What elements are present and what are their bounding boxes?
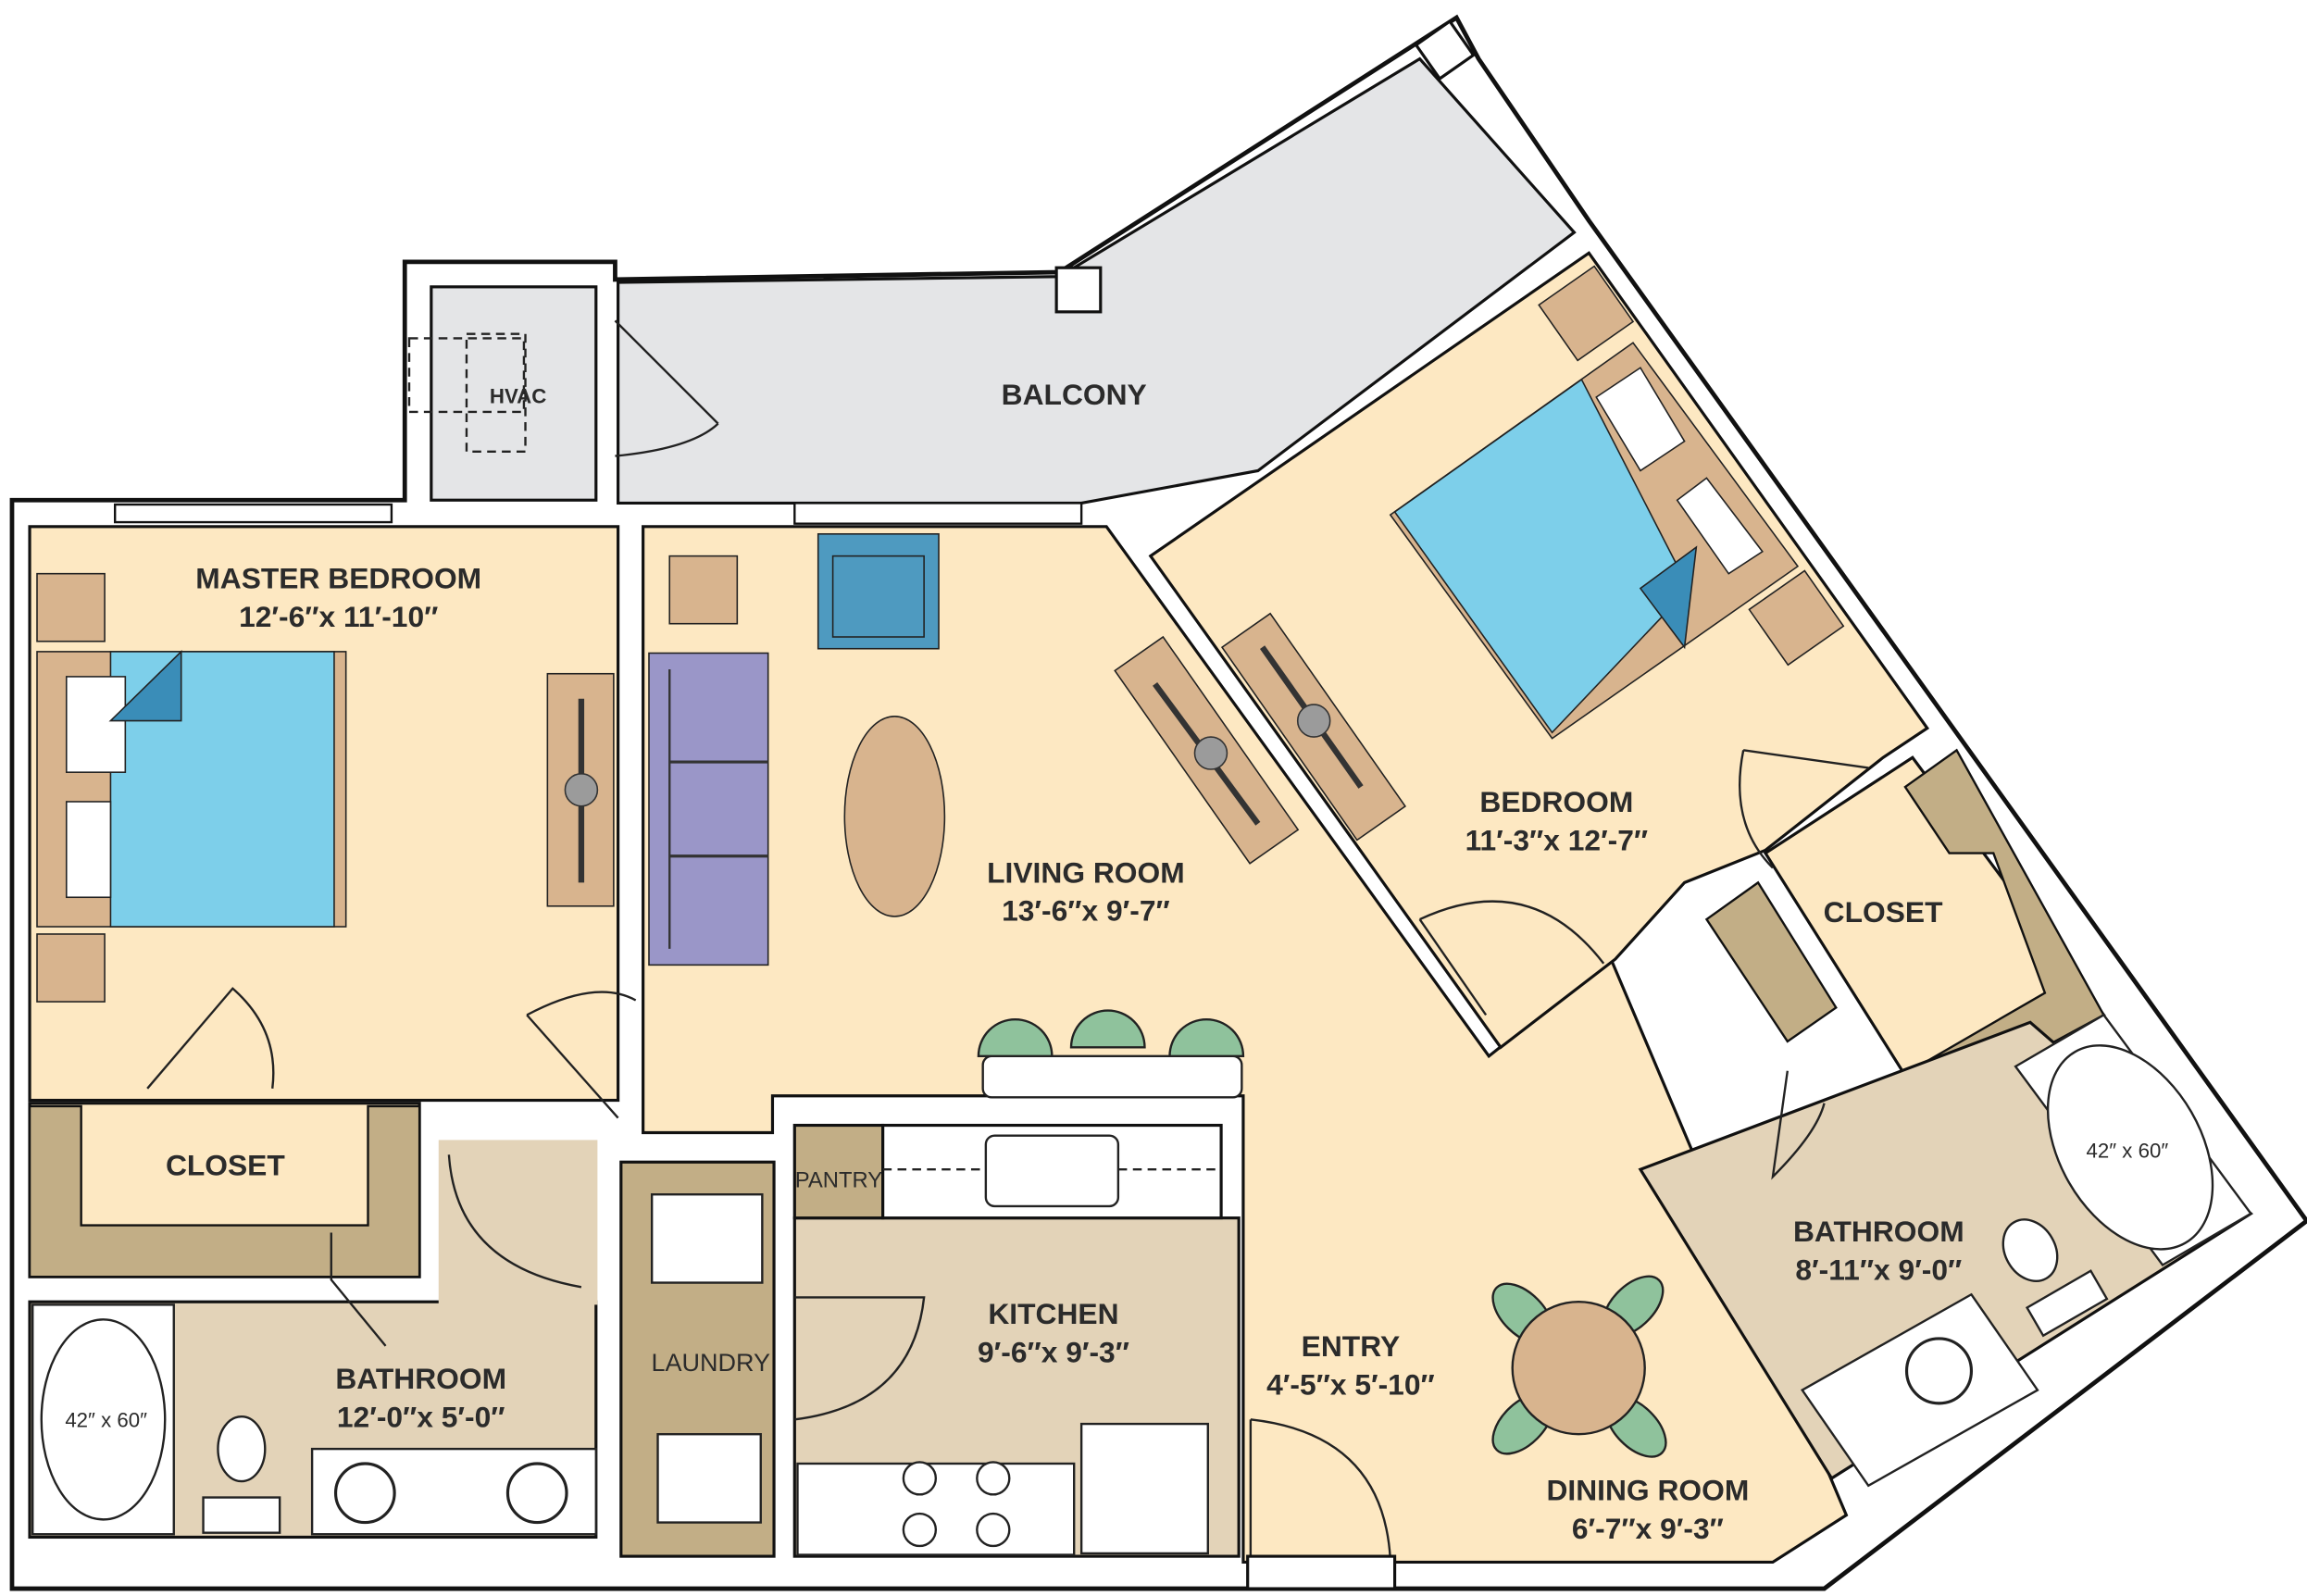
- pillow: [1676, 477, 1764, 575]
- master-bathroom-size: 12′-0″x 5′-0″: [337, 1400, 505, 1433]
- bedroom-closet-label: CLOSET: [1824, 895, 1943, 929]
- kitchen-label: KITCHEN: [988, 1297, 1118, 1330]
- master-bedroom-label: MASTER BEDROOM: [195, 562, 481, 595]
- sink: [505, 1462, 568, 1525]
- bed-fold: [1639, 545, 1698, 650]
- pillow: [1595, 367, 1686, 472]
- washer: [650, 1193, 764, 1284]
- dining-table: [1511, 1301, 1646, 1436]
- bathtub-basin: [40, 1318, 167, 1521]
- tv-stand: [1296, 704, 1331, 738]
- pantry: [792, 1123, 885, 1220]
- bathtub-basin: [2046, 1044, 2214, 1251]
- window: [114, 503, 393, 524]
- pillow: [65, 676, 127, 773]
- toilet-tank: [2025, 1269, 2109, 1338]
- hvac-door: [614, 319, 719, 457]
- master-tub-size: 42″ x 60″: [65, 1408, 147, 1431]
- living-room-size: 13′-6″x 9′-7″: [1002, 894, 1170, 928]
- hvac-unit: [465, 332, 527, 453]
- tv-stand: [564, 772, 599, 807]
- sink: [333, 1462, 396, 1525]
- tv-stand: [1193, 736, 1228, 770]
- bar-stools: [977, 1009, 1245, 1058]
- kitchen-island: [981, 1054, 1243, 1099]
- closet-shelf: [1704, 880, 1838, 1043]
- dining-room-size: 6′-7″x 9′-3″: [1572, 1512, 1724, 1545]
- bathroom-door: [330, 1154, 582, 1347]
- dryer: [656, 1433, 762, 1524]
- hvac-unit: [407, 337, 526, 414]
- sofa: [648, 652, 769, 966]
- sliding-door: [793, 502, 1083, 525]
- pantry-label: PANTRY: [795, 1167, 883, 1192]
- toilet-tank: [202, 1496, 281, 1534]
- toilet: [2001, 1218, 2059, 1282]
- closet-door: [1739, 749, 1869, 869]
- master-bedroom-door: [526, 991, 637, 1119]
- living-room-floor: [642, 525, 1849, 1565]
- bedroom-door: [1418, 900, 1605, 1016]
- closet-door: [146, 987, 275, 1090]
- sink: [1904, 1337, 1974, 1405]
- bathroom-size: 8′-11″x 9′-0″: [1795, 1253, 1962, 1286]
- master-bathroom-passage: [438, 1140, 598, 1305]
- master-closet-label: CLOSET: [166, 1149, 285, 1182]
- coffee-table: [843, 716, 946, 917]
- nightstand: [1748, 569, 1845, 667]
- master-bedroom-size: 12′-6″x 11′-10″: [239, 600, 438, 633]
- end-table: [668, 555, 739, 625]
- kitchen-sink: [984, 1134, 1120, 1208]
- balcony-column: [1054, 266, 1103, 314]
- entry-threshold: [1246, 1554, 1397, 1590]
- toilet: [217, 1415, 267, 1483]
- entry-door: [1249, 1418, 1392, 1560]
- master-closet-shelf: [28, 1104, 421, 1278]
- laundry-label: LAUNDRY: [651, 1349, 770, 1377]
- bedroom-size: 11′-3″x 12′-7″: [1465, 823, 1649, 856]
- balcony-label: BALCONY: [1002, 378, 1147, 411]
- kitchen-size: 9′-6″x 9′-3″: [978, 1335, 1129, 1368]
- bathroom-label: BATHROOM: [1793, 1215, 1964, 1248]
- hvac-room: [430, 285, 598, 502]
- hvac-label: HVAC: [490, 384, 546, 407]
- entry-label: ENTRY: [1302, 1329, 1400, 1363]
- bathroom-door: [1771, 1070, 1826, 1180]
- refrigerator: [1079, 1422, 1209, 1555]
- bed-fold: [108, 650, 182, 722]
- pillow: [65, 801, 112, 899]
- balcony-column: [1414, 19, 1476, 81]
- tub-size: 42″ x 60″: [2087, 1139, 2169, 1162]
- master-bathroom-label: BATHROOM: [335, 1362, 506, 1395]
- dining-room-label: DINING ROOM: [1546, 1474, 1749, 1507]
- nightstand: [36, 572, 106, 642]
- nightstand: [1538, 265, 1635, 362]
- bedroom-label: BEDROOM: [1479, 785, 1633, 818]
- nightstand: [36, 933, 106, 1003]
- laundry-door: [794, 1296, 926, 1421]
- living-room-label: LIVING ROOM: [987, 855, 1185, 889]
- stove-burners: [902, 1461, 1011, 1548]
- armchair-seat: [831, 555, 925, 638]
- entry-size: 4′-5″x 5′-10″: [1266, 1367, 1435, 1401]
